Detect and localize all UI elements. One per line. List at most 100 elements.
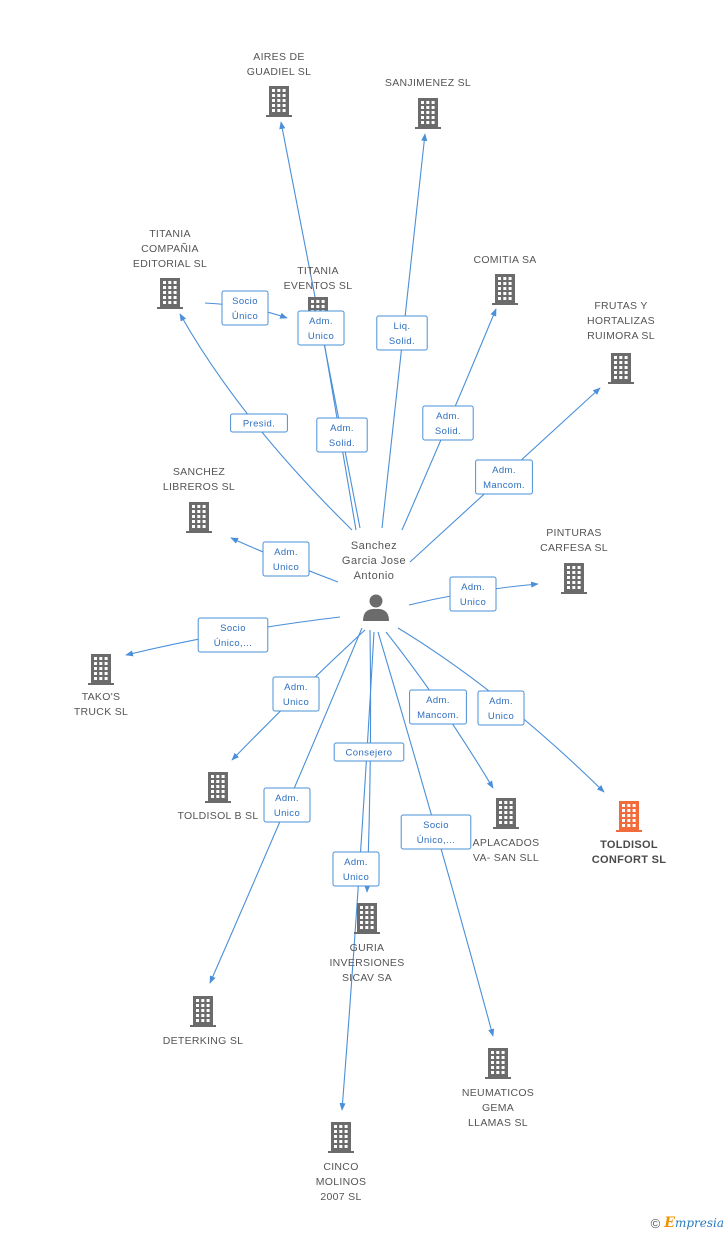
relations-layer: Presid.Adm.UnicoSocioÚnicoAdm.Solid.Liq.… (197, 290, 533, 887)
company-label[interactable]: CINCO (323, 1161, 358, 1173)
building-icon[interactable] (415, 98, 441, 129)
company-label[interactable]: PINTURAS (546, 527, 602, 539)
company-label[interactable]: COMITIA SA (473, 254, 536, 266)
relation-badge[interactable]: Adm.Unico (477, 690, 525, 726)
relation-label: Solid. (435, 426, 461, 437)
relation-badge[interactable]: Adm.Unico (332, 851, 380, 887)
building-icon[interactable] (608, 353, 634, 384)
company-label[interactable]: DETERKING SL (163, 1035, 244, 1047)
relation-label: Adm. (426, 695, 450, 706)
company-label[interactable]: LLAMAS SL (468, 1117, 528, 1129)
company-label[interactable]: GUADIEL SL (247, 66, 311, 78)
relation-badge[interactable]: Liq. Solid. (376, 315, 428, 351)
relation-label: Mancom. (417, 710, 459, 721)
building-icon[interactable] (205, 772, 231, 803)
building-icon[interactable] (354, 903, 380, 934)
relation-label: Único,... (417, 835, 455, 846)
relation-label: Consejero (346, 748, 393, 759)
company-label[interactable]: NEUMATICOS (462, 1087, 534, 1099)
relation-label: Unico (308, 331, 334, 342)
relation-label: Liq. (394, 321, 411, 332)
relation-badge[interactable]: Presid. (230, 413, 288, 433)
relation-label: Solid. (389, 336, 415, 347)
relation-label: Adm. (492, 465, 516, 476)
relation-badge[interactable]: SocioÚnico,... (400, 814, 472, 850)
company-label[interactable]: EDITORIAL SL (133, 258, 207, 270)
building-icon[interactable] (616, 801, 642, 832)
company-label[interactable]: 2007 SL (320, 1191, 361, 1203)
building-icon[interactable] (485, 1048, 511, 1079)
building-icon[interactable] (492, 274, 518, 305)
building-icon[interactable] (561, 563, 587, 594)
company-label[interactable]: TITANIA (149, 228, 191, 240)
building-icon[interactable] (186, 502, 212, 533)
company-label[interactable]: HORTALIZAS (587, 315, 655, 327)
relation-badge[interactable]: Adm. Unico (449, 576, 497, 612)
relation-label: Adm. (436, 411, 460, 422)
relation-label: Solid. (329, 438, 355, 449)
company-label[interactable]: EVENTOS SL (284, 280, 353, 292)
relation-label: Unico (460, 597, 486, 608)
person-label[interactable]: Sanchez (351, 540, 397, 552)
company-label[interactable]: RUIMORA SL (587, 330, 655, 342)
company-label[interactable]: SANJIMENEZ SL (385, 77, 471, 89)
relation-label: Unico (273, 562, 299, 573)
relation-badge[interactable]: Adm.Mancom. (475, 459, 533, 495)
company-label[interactable]: LIBREROS SL (163, 481, 235, 493)
company-label[interactable]: COMPAÑIA (141, 242, 199, 255)
company-label[interactable]: TRUCK SL (74, 706, 128, 718)
relation-label: Adm. (489, 696, 513, 707)
relation-badge[interactable]: Adm. Solid. (422, 405, 474, 441)
relation-badge[interactable]: Adm. Unico (272, 676, 320, 712)
building-icon[interactable] (190, 996, 216, 1027)
relation-badge[interactable]: Adm. Solid. (316, 417, 368, 453)
company-label[interactable]: CARFESA SL (540, 542, 608, 554)
relation-badge[interactable]: Consejero (333, 742, 405, 762)
person-label[interactable]: Garcia Jose (342, 555, 406, 567)
company-label[interactable]: TAKO'S (82, 691, 121, 703)
company-label[interactable]: FRUTAS Y (594, 300, 647, 312)
building-icon[interactable] (328, 1122, 354, 1153)
relation-label: Adm. (284, 682, 308, 693)
relation-label: Adm. (274, 547, 298, 558)
company-label[interactable]: APLACADOS (473, 837, 540, 849)
building-icon[interactable] (157, 278, 183, 309)
building-icon[interactable] (266, 86, 292, 117)
nodes-layer: AIRES DE GUADIEL SL SANJIMENEZ SL TITANIA CO… (74, 51, 666, 1203)
relation-badge[interactable]: SocioÚnico,... (197, 617, 269, 653)
relation-label: Único (232, 311, 258, 322)
relation-badge[interactable]: Adm. Mancom. (409, 689, 467, 725)
relation-label: Adm. (309, 316, 333, 327)
relation-label: Adm. (330, 423, 354, 434)
building-icon[interactable] (493, 798, 519, 829)
company-label[interactable]: SANCHEZ (173, 466, 226, 478)
relation-label: Unico (343, 872, 369, 883)
copyright-icon: © (650, 1215, 661, 1231)
relation-badge[interactable]: Adm. Unico (263, 787, 311, 823)
person-icon[interactable] (363, 594, 389, 622)
person-label[interactable]: Antonio (354, 570, 395, 582)
company-label[interactable]: INVERSIONES (329, 957, 404, 969)
relation-badge[interactable]: Adm. Unico (297, 310, 345, 346)
company-label[interactable]: CONFORT SL (592, 854, 667, 866)
company-label[interactable]: GURIA (350, 942, 385, 954)
building-icon[interactable] (88, 654, 114, 685)
relation-label: Adm. (275, 793, 299, 804)
relation-label: Unico (274, 808, 300, 819)
company-label[interactable]: VA- SAN SLL (473, 852, 539, 864)
relation-badge[interactable]: Adm. Unico (262, 541, 310, 577)
company-label[interactable]: TITANIA (297, 265, 339, 277)
company-label[interactable]: TOLDISOL B SL (178, 810, 259, 822)
relation-label: Socio (220, 623, 246, 634)
relation-label: Unico (283, 697, 309, 708)
company-label[interactable]: SICAV SA (342, 972, 392, 984)
company-label[interactable]: AIRES DE (253, 51, 304, 63)
company-label[interactable]: TOLDISOL (600, 839, 658, 851)
relation-label: Adm. (461, 582, 485, 593)
brand-logo[interactable]: Empresia (664, 1215, 724, 1231)
company-label[interactable]: GEMA (482, 1102, 514, 1114)
relation-label: Presid. (243, 419, 275, 430)
company-label[interactable]: MOLINOS (316, 1176, 367, 1188)
